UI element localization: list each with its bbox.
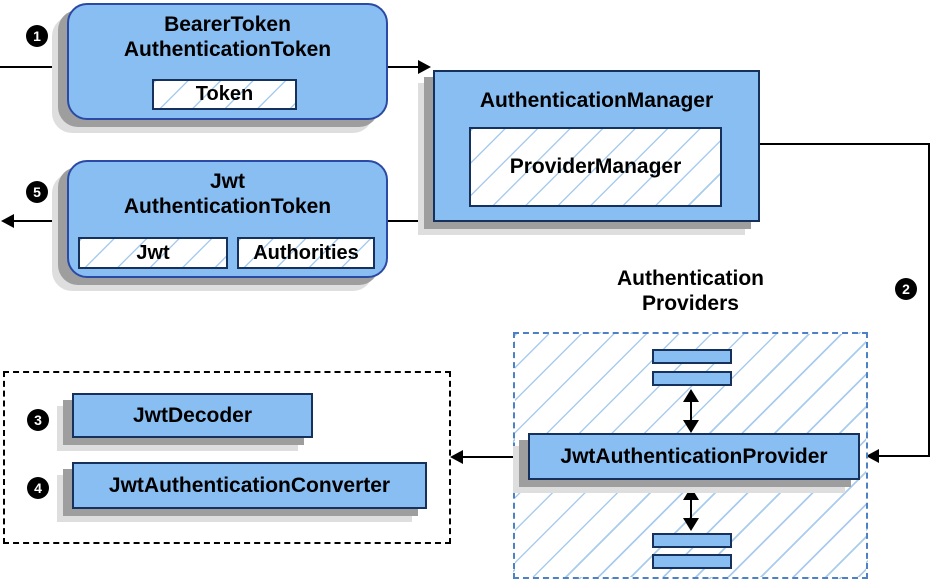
step-1-badge: 1	[26, 25, 48, 47]
authentication-manager-node: AuthenticationManager ProviderManager	[433, 70, 760, 222]
arrow-down-icon	[683, 420, 699, 433]
arrow-request-in	[0, 66, 67, 68]
arrow-manager-to-provider-top	[758, 143, 930, 145]
arrow-left-icon	[866, 449, 879, 463]
arrow-manager-to-provider-bottom	[878, 455, 930, 457]
provider-stack-bar	[652, 349, 732, 364]
arrow-up-icon	[683, 389, 699, 402]
step-5-badge: 5	[26, 181, 48, 203]
provider-stack-bar	[652, 371, 732, 386]
jwt-authentication-provider-node: JwtAuthenticationProvider	[528, 433, 860, 480]
jwt-authentication-converter-node: JwtAuthenticationConverter	[72, 462, 427, 509]
provider-manager-chip: ProviderManager	[469, 127, 722, 207]
arrow-manager-to-provider-vertical	[928, 143, 930, 457]
step-3-badge: 3	[27, 409, 49, 431]
jwt-token-title-line1: Jwt	[209, 170, 245, 193]
arrow-left-icon	[1, 214, 14, 228]
arrow-bearer-to-manager-line	[388, 66, 420, 68]
jwt-authentication-token-node: Jwt AuthenticationToken Jwt Authorities	[67, 160, 388, 278]
double-arrow-icon	[683, 487, 699, 531]
bearer-token-title-line1: BearerToken	[164, 13, 291, 36]
jwt-token-title-line2: AuthenticationToken	[123, 195, 332, 218]
authentication-providers-title: Authentication Providers	[513, 266, 868, 316]
step-2-badge: 2	[895, 278, 917, 300]
provider-stack-bar	[652, 533, 732, 548]
bearer-token-authentication-token-node: BearerToken AuthenticationToken Token	[67, 3, 388, 120]
jwt-components-group	[3, 371, 451, 544]
authentication-manager-title: AuthenticationManager	[479, 89, 714, 112]
step-4-badge: 4	[27, 477, 49, 499]
arrow-response-out-line	[12, 220, 67, 222]
token-chip: Token	[152, 79, 297, 110]
providers-title-line2: Providers	[642, 292, 739, 315]
arrow-provider-to-decoder-line	[462, 456, 514, 458]
provider-stack-bar	[652, 554, 732, 569]
jwt-decoder-node: JwtDecoder	[72, 393, 313, 438]
double-arrow-icon	[683, 389, 699, 433]
authorities-chip: Authorities	[237, 237, 375, 269]
arrow-right-icon	[418, 60, 431, 74]
arrow-left-icon	[450, 450, 463, 464]
line-manager-to-jwt-token	[388, 220, 433, 222]
jwt-chip: Jwt	[78, 237, 228, 269]
arrow-up-icon	[683, 487, 699, 500]
providers-title-line1: Authentication	[617, 267, 764, 290]
arrow-down-icon	[683, 518, 699, 531]
bearer-token-title-line2: AuthenticationToken	[123, 38, 332, 61]
